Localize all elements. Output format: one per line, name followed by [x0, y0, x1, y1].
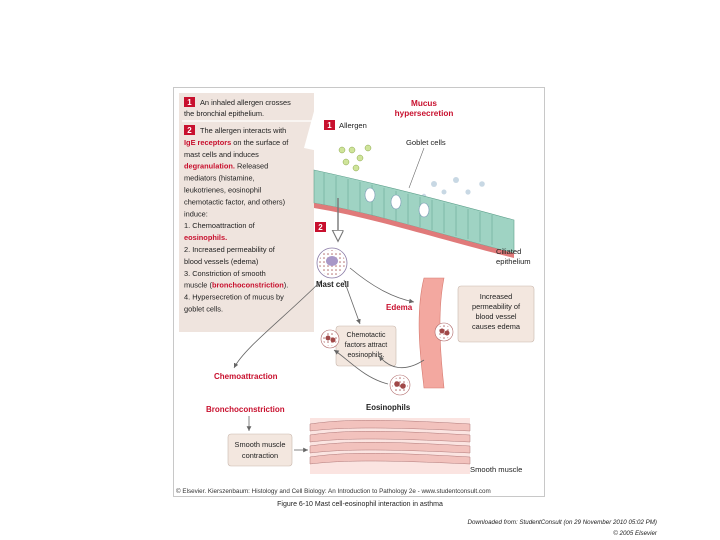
label-mucus-2: hypersecretion — [395, 109, 454, 118]
step2-line: 4. Hypersecretion of mucus by — [184, 293, 284, 302]
figure-mast-cell-eosinophil: 1 An inhaled allergen crosses the bronch… — [173, 87, 545, 497]
arrow-eosinophil-migration — [378, 355, 425, 369]
step2-line: mast cells and induces — [184, 150, 259, 159]
step2-line: 2. Increased permeability of — [184, 245, 276, 254]
allergen-badge — [324, 120, 335, 130]
goblet-cell-group — [364, 187, 430, 218]
label-ciliated-1: Ciliated — [496, 247, 521, 256]
label-goblet-cells: Goblet cells — [406, 138, 446, 147]
mast-cell-nucleus — [326, 256, 338, 266]
chemotactic-line: factors attract — [345, 342, 387, 349]
step2-badge — [184, 125, 195, 135]
label-eosinophils: Eosinophils — [366, 403, 411, 412]
permeability-line: Increased — [480, 292, 512, 301]
label-ciliated-2: epithelium — [496, 257, 531, 266]
mast-step-badge-text: 2 — [318, 223, 323, 232]
label-chemoattraction: Chemoattraction — [214, 372, 278, 381]
basement-membrane — [314, 203, 514, 258]
permeability-line: permeability of — [472, 302, 521, 311]
allergen-badge-text: 1 — [327, 121, 332, 130]
blood-vessel — [418, 277, 445, 389]
steps-panel — [179, 93, 314, 332]
permeability-line: causes edema — [472, 322, 521, 331]
step1-line1: An inhaled allergen crosses — [200, 98, 291, 107]
permeability-line: blood vessel — [475, 312, 516, 321]
step2-line: goblet cells. — [184, 305, 223, 314]
step2-badge-text: 2 — [187, 126, 192, 135]
diagram-canvas: 1 An inhaled allergen crosses the bronch… — [179, 93, 544, 474]
mast-step-badge — [315, 222, 326, 232]
eosinophil-cell — [320, 329, 340, 349]
download-note: Downloaded from: StudentConsult (on 29 N… — [467, 519, 657, 526]
footer-copyright: © 2005 Elsevier — [613, 530, 657, 537]
label-mucus-1: Mucus — [411, 99, 437, 108]
step1-badge-text: 1 — [187, 98, 192, 107]
smooth-muscle-fibers — [309, 420, 471, 465]
label-edema: Edema — [386, 303, 413, 312]
mucus-droplets — [421, 177, 485, 199]
contraction-line: contraction — [242, 451, 278, 460]
step2-line: degranulation. Released — [184, 162, 268, 171]
step2-line: eosinophils. — [184, 233, 227, 242]
step2-line: blood vessels (edema) — [184, 257, 258, 266]
arrow-to-chemoattraction — [233, 279, 323, 369]
step2-line: mediators (histamine, — [184, 174, 255, 183]
step1-badge — [184, 97, 195, 107]
figure-caption: Figure 6-10 Mast cell-eosinophil interac… — [277, 501, 443, 508]
chemotactic-line: eosinophils. — [348, 352, 385, 359]
step2-line: The allergen interacts with — [200, 126, 286, 135]
arrow-eosinophil-attraction — [333, 349, 389, 385]
label-allergen: Allergen — [339, 121, 367, 130]
arrow-mast-to-chemotactic — [343, 279, 361, 325]
figure-copyright: © Elsevier. Kierszenbaum: Histology and … — [176, 488, 491, 495]
contraction-box — [227, 433, 293, 467]
step2-line: muscle (bronchoconstriction). — [184, 281, 288, 290]
permeability-box — [457, 285, 535, 343]
step2-line: leukotrienes, eosinophil — [184, 186, 262, 195]
allergen-particles — [338, 144, 372, 172]
label-bronchoconstriction: Bronchoconstriction — [206, 405, 285, 414]
label-smooth-muscle: Smooth muscle — [470, 465, 522, 474]
step2-line: chemotactic factor, and others) — [184, 197, 285, 206]
eosinophil-cell — [434, 322, 454, 342]
contraction-line: Smooth muscle — [235, 440, 286, 449]
eosinophil-cell — [389, 374, 411, 396]
step2-line: induce: — [184, 209, 208, 218]
step2-line: 1. Chemoattraction of — [184, 221, 256, 230]
step1-line2: the bronchial epithelium. — [184, 109, 264, 118]
leader-goblet — [408, 147, 425, 189]
chemotactic-line: Chemotactic — [347, 332, 386, 339]
label-mast-cell: Mast cell — [316, 280, 349, 289]
step2-line: 3. Constriction of smooth — [184, 269, 266, 278]
lumen-bg — [304, 93, 544, 198]
step2-line: IgE receptors on the surface of — [184, 138, 289, 147]
arrow-mast-to-edema — [349, 267, 415, 304]
